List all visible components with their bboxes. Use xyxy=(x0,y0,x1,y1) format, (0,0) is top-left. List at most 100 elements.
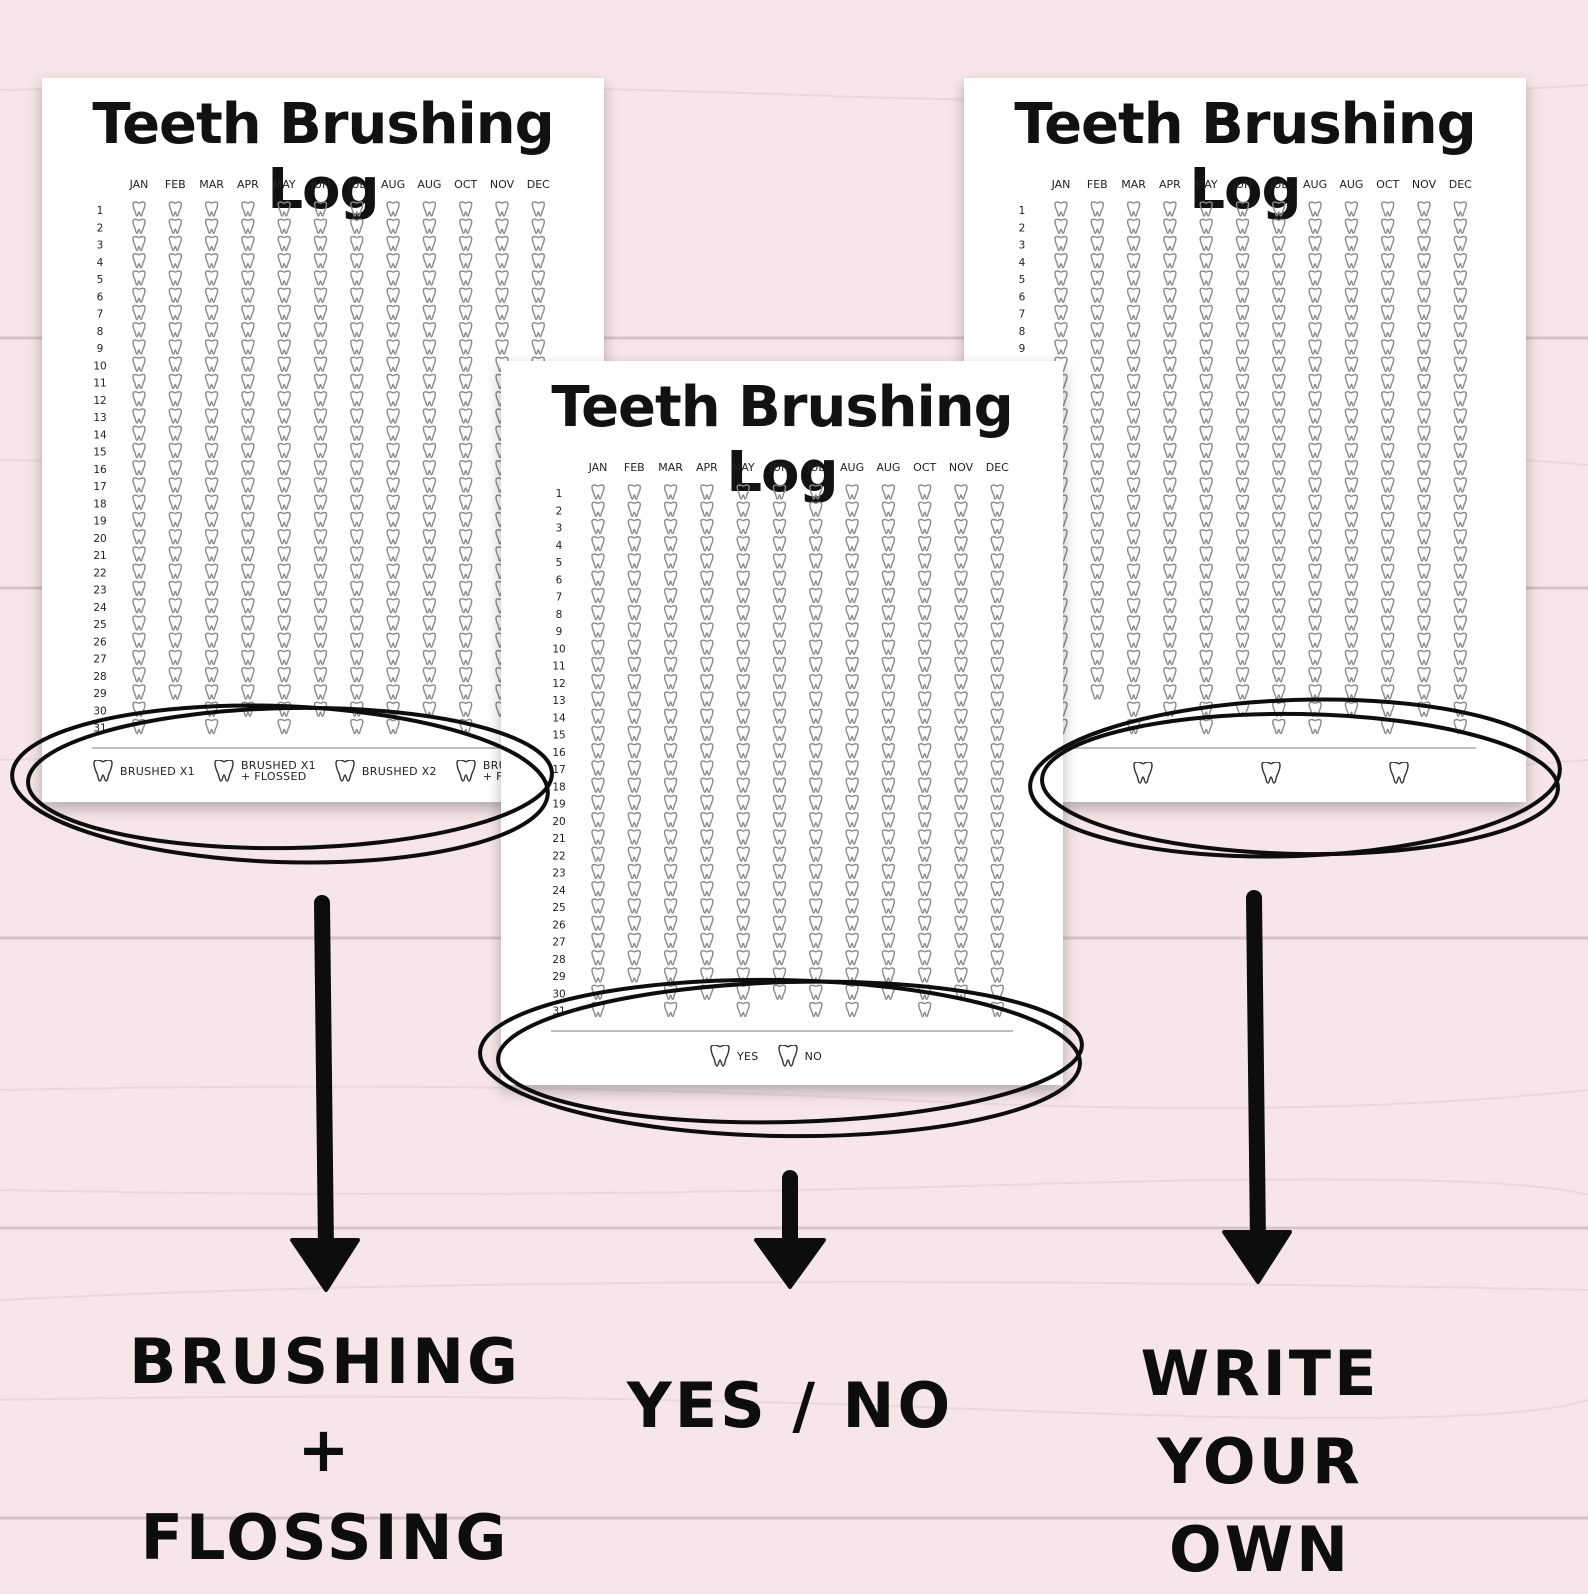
tooth-icon xyxy=(1417,477,1431,493)
tooth-icon xyxy=(918,605,932,621)
tooth-icon xyxy=(1235,201,1250,217)
tooth-icon xyxy=(1381,511,1395,528)
tooth-icon xyxy=(1308,580,1322,597)
tooth-icon xyxy=(459,322,473,338)
tooth-icon xyxy=(1272,253,1286,269)
tooth-icon xyxy=(313,304,328,321)
tooth-icon xyxy=(1163,649,1177,666)
tooth-icon xyxy=(350,511,364,528)
tooth-icon xyxy=(736,605,750,621)
tooth-icon xyxy=(990,587,1004,604)
tooth-icon xyxy=(918,553,932,569)
tooth-icon xyxy=(954,950,968,966)
tooth-icon xyxy=(1090,494,1105,510)
tooth-icon-shape xyxy=(1389,762,1409,784)
tooth-icon xyxy=(241,563,255,579)
tooth-icon xyxy=(386,684,400,700)
tooth-icon xyxy=(736,812,750,828)
tooth-icon xyxy=(881,484,896,500)
month-label: AUG xyxy=(381,178,405,191)
tooth-icon xyxy=(1417,270,1431,286)
tooth-icon xyxy=(1272,235,1286,252)
tooth-icon xyxy=(277,667,291,683)
tooth-icon xyxy=(1163,598,1177,614)
tooth-icon xyxy=(954,484,968,500)
tooth-icon xyxy=(1272,632,1286,648)
tooth-icon xyxy=(277,235,291,252)
month-label: FEB xyxy=(1087,178,1108,191)
tooth-icon xyxy=(1199,598,1213,614)
tooth-icon xyxy=(1381,391,1395,407)
tooth-icon xyxy=(1090,339,1105,355)
tooth-icon xyxy=(132,580,146,597)
tooth-icon xyxy=(772,794,787,811)
tooth-icon xyxy=(1272,529,1286,545)
tooth-icon xyxy=(1163,494,1177,510)
tooth-icon xyxy=(809,622,823,638)
tooth-icon xyxy=(663,553,678,569)
day-label: 19 xyxy=(93,516,106,528)
tooth-icon xyxy=(881,932,896,949)
tooth-icon xyxy=(1235,235,1250,252)
tooth-icon xyxy=(531,253,545,269)
arrow-left xyxy=(290,895,360,1292)
tooth-icon xyxy=(1090,408,1105,424)
tooth-icon xyxy=(1090,667,1105,683)
tooth-icon xyxy=(241,287,255,303)
arrow-right xyxy=(1222,890,1292,1284)
tooth-icon xyxy=(1417,408,1431,424)
tooth-icon xyxy=(700,484,714,500)
tooth-icon xyxy=(531,235,545,252)
tooth-icon xyxy=(350,322,364,338)
tooth-icon xyxy=(881,587,896,604)
tooth-icon xyxy=(918,501,932,517)
tooth-icon xyxy=(132,511,146,528)
day-label: 27 xyxy=(552,937,565,949)
tooth-icon xyxy=(591,708,605,724)
tooth-icon xyxy=(1163,339,1177,355)
tooth-icon xyxy=(204,408,219,424)
tooth-icon xyxy=(954,984,968,1000)
tooth-icon xyxy=(386,701,400,717)
tooth-icon xyxy=(1272,339,1286,355)
tooth-icon xyxy=(1199,511,1213,528)
tooth-icon xyxy=(1308,598,1322,614)
tooth-icon xyxy=(591,553,605,569)
tooth-icon xyxy=(132,460,146,476)
tooth-icon xyxy=(1417,546,1431,562)
tooth-icon xyxy=(1090,356,1105,372)
tooth-icon xyxy=(736,553,750,569)
tooth-icon xyxy=(277,322,291,338)
tooth-icon xyxy=(809,639,823,655)
tooth-icon xyxy=(422,649,437,666)
tooth-icon xyxy=(350,477,364,493)
tooth-icon xyxy=(1126,373,1141,390)
tooth-icon xyxy=(809,501,823,517)
tooth-icon xyxy=(350,235,364,252)
day-label: 30 xyxy=(93,705,106,717)
tooth-icon-shape xyxy=(777,1045,798,1067)
tooth-icon xyxy=(204,442,219,459)
tooth-icon xyxy=(422,391,437,407)
tooth-icon xyxy=(627,501,642,517)
tooth-icon xyxy=(132,322,146,338)
tooth-icon xyxy=(700,605,714,621)
tooth-icon xyxy=(168,667,183,683)
tooth-icon xyxy=(1126,615,1141,631)
tooth-icon xyxy=(990,656,1004,673)
tooth-icon xyxy=(1453,339,1467,355)
tooth-icon xyxy=(204,632,219,648)
tooth-icon xyxy=(1126,649,1141,666)
tooth-icon xyxy=(591,725,605,742)
tooth-icon xyxy=(459,373,473,390)
tooth-icon xyxy=(663,881,678,897)
tooth-icon xyxy=(313,598,328,614)
tooth-icon xyxy=(700,743,714,759)
tooth-icon xyxy=(277,684,291,700)
tooth-icon xyxy=(845,743,859,759)
tooth-icon xyxy=(990,484,1004,500)
tooth-icon xyxy=(204,391,219,407)
month-label: JAN xyxy=(588,461,608,474)
tooth-icon xyxy=(1126,322,1141,338)
tooth-icon xyxy=(772,777,787,793)
